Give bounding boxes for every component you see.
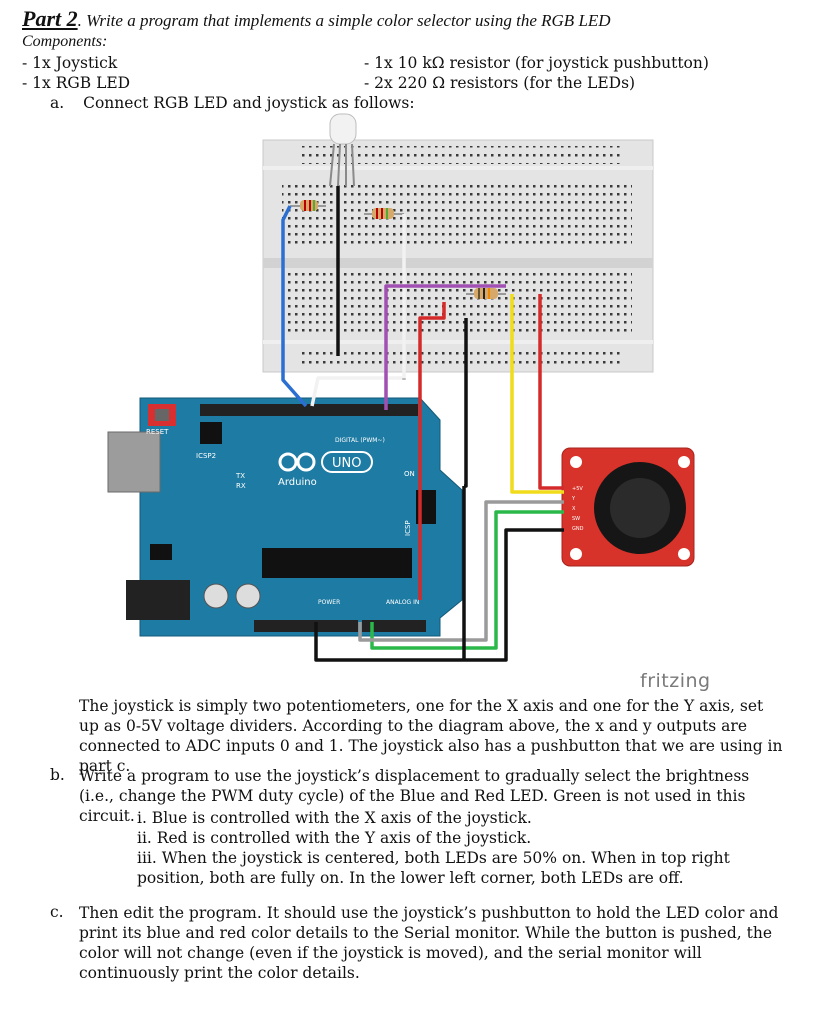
component-joystick: - 1x Joystick — [22, 54, 118, 72]
arduino-rx-label: RX — [236, 482, 246, 490]
item-a-text: Connect RGB LED and joystick as follows: — [83, 94, 415, 112]
arduino-uno-board: RESET ICSP2 DIGITAL (PWM~) UNO Arduino T… — [107, 397, 463, 637]
page-title: Part 2. Write a program that implements … — [22, 6, 611, 32]
joystick-module: +5V Y X SW GND — [561, 447, 695, 567]
joystick-pin-y: Y — [571, 496, 576, 502]
arduino-icsp2-label: ICSP2 — [196, 452, 216, 460]
arduino-icsp-label: ICSP — [404, 520, 412, 536]
item-b-subitem-3: iii. When the joystick is centered, both… — [137, 849, 730, 887]
item-c-label: c. — [50, 903, 64, 921]
wires — [281, 186, 564, 662]
arduino-power-label: POWER — [318, 599, 340, 606]
wire-white — [310, 214, 406, 407]
joystick-pin-x: X — [572, 506, 576, 512]
item-b-text: Write a program to use the joystick’s di… — [79, 767, 750, 825]
component-10k-resistor: - 1x 10 kΩ resistor (for joystick pushbu… — [364, 54, 709, 72]
wire-gray — [358, 500, 564, 642]
wire-yellow — [510, 294, 564, 494]
resistor-3 — [466, 288, 506, 299]
item-c-text: Then edit the program. It should use the… — [79, 904, 779, 982]
component-220-resistors: - 2x 220 Ω resistors (for the LEDs) — [364, 74, 636, 92]
wire-black-joystick — [314, 528, 564, 662]
item-b-label: b. — [50, 766, 65, 784]
arduino-tx-label: TX — [235, 472, 245, 480]
fritzing-watermark: fritzing — [640, 670, 711, 692]
joystick-pin-sw: SW — [572, 516, 580, 522]
arduino-digital-label: DIGITAL (PWM~) — [335, 437, 385, 444]
arduino-on-label: ON — [404, 470, 415, 478]
wire-black-gnd — [464, 318, 468, 488]
arduino-analog-label: ANALOG IN — [386, 599, 419, 606]
wire-purple — [384, 284, 506, 410]
intro-paragraph: The joystick is simply two potentiometer… — [79, 697, 783, 775]
item-b-subitem-1: i. Blue is controlled with the X axis of… — [137, 809, 532, 827]
item-a: a. Connect RGB LED and joystick as follo… — [50, 94, 415, 112]
arduino-brand-label: Arduino — [278, 477, 317, 488]
item-b-subitem-2: ii. Red is controlled with the Y axis of… — [137, 829, 532, 847]
rgb-led — [329, 113, 357, 187]
breadboard — [262, 139, 654, 373]
components-heading: Components: — [22, 33, 108, 50]
joystick-pin-5v: +5V — [572, 486, 583, 492]
circuit-diagram: RESET ICSP2 DIGITAL (PWM~) UNO Arduino T… — [107, 113, 695, 662]
resistor-2 — [364, 208, 404, 219]
joystick-pin-gnd: GND — [572, 526, 584, 532]
arduino-reset-label: RESET — [146, 428, 169, 436]
wire-red-joystick — [538, 294, 564, 490]
item-a-label: a. — [50, 94, 65, 112]
resistor-1 — [290, 200, 326, 211]
wire-red-5v — [418, 302, 446, 600]
component-rgb-led: - 1x RGB LED — [22, 74, 131, 92]
part-label: Part 2 — [22, 6, 78, 31]
part-description: . Write a program that implements a simp… — [77, 11, 611, 30]
arduino-uno-label: UNO — [332, 456, 361, 471]
wire-blue — [281, 205, 308, 408]
